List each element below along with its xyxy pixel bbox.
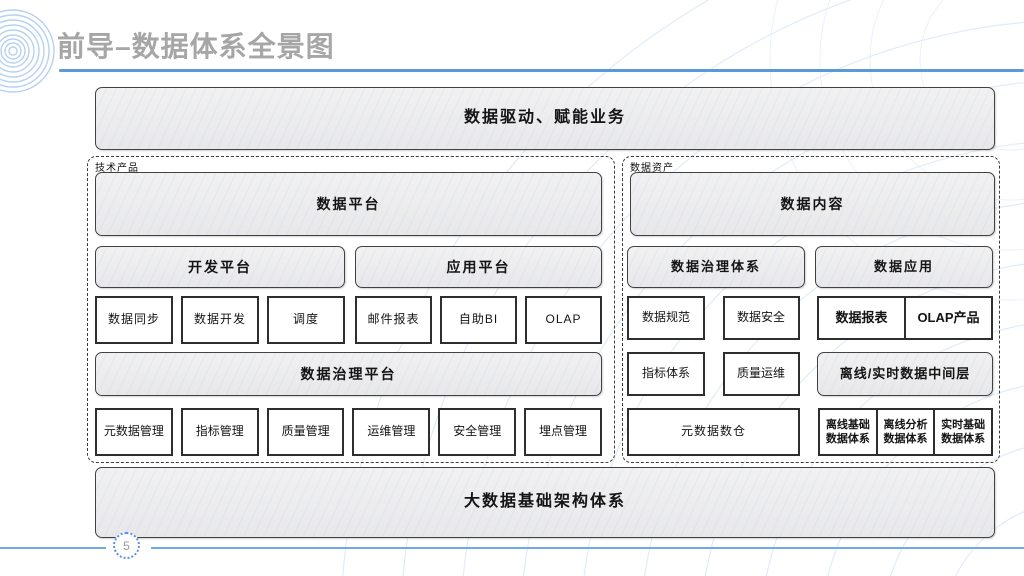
banner-big-data-infrastructure: 大数据基础架构体系	[95, 467, 995, 538]
footer-rule-right	[151, 547, 1024, 549]
assets-header-row: 数据治理体系 数据应用	[627, 246, 993, 288]
box-report-olap-pair: 数据报表 OLAP产品	[817, 296, 993, 340]
tech-products-label: 技术产品	[95, 163, 139, 174]
box-data-governance-system: 数据治理体系	[627, 246, 805, 288]
box-data-platform: 数据平台	[95, 172, 602, 236]
box-data-governance-platform: 数据治理平台	[95, 352, 602, 396]
assets-row-3: 元数据数仓 离线基础数据体系 离线分析数据体系 实时基础数据体系	[627, 408, 993, 456]
box-self-service-bi: 自助BI	[440, 296, 517, 344]
slide-title: 前导–数据体系全景图	[57, 31, 335, 62]
box-offline-realtime-mid-layer: 离线/实时数据中间层	[817, 352, 993, 396]
title-underline	[59, 69, 1024, 72]
box-data-security: 数据安全	[722, 296, 800, 340]
box-tracking-mgmt: 埋点管理	[524, 408, 602, 456]
box-data-dev: 数据开发	[181, 296, 259, 344]
box-offline-base-data-system: 离线基础数据体系	[825, 418, 870, 445]
box-mail-report: 邮件报表	[355, 296, 432, 344]
app-tools-row: 邮件报表 自助BI OLAP	[355, 296, 602, 344]
box-quality-mgmt: 质量管理	[266, 408, 345, 456]
dev-tools-row: 数据同步 数据开发 调度	[95, 296, 345, 344]
page-number-badge: 5	[113, 532, 140, 559]
box-realtime-base-data-system: 实时基础数据体系	[933, 410, 991, 454]
banner-data-driven: 数据驱动、赋能业务	[95, 87, 995, 150]
box-data-content: 数据内容	[630, 172, 995, 236]
assets-row-1: 数据规范 数据安全 数据报表 OLAP产品	[627, 296, 993, 340]
box-dev-platform: 开发平台	[95, 246, 345, 288]
box-data-application: 数据应用	[815, 246, 993, 288]
box-dw-systems-trio: 离线基础数据体系 离线分析数据体系 实时基础数据体系	[818, 408, 993, 456]
box-olap: OLAP	[525, 296, 602, 344]
box-ops-mgmt: 运维管理	[352, 408, 431, 456]
box-security-mgmt: 安全管理	[438, 408, 517, 456]
box-metric-mgmt: 指标管理	[180, 408, 259, 456]
assets-row-2: 指标体系 质量运维 离线/实时数据中间层	[627, 352, 993, 396]
box-scheduler: 调度	[267, 296, 345, 344]
box-data-sync: 数据同步	[95, 296, 173, 344]
box-metadata-warehouse: 元数据数仓	[627, 408, 800, 456]
gov-tools-row: 元数据管理 指标管理 质量管理 运维管理 安全管理 埋点管理	[95, 408, 602, 456]
box-data-report: 数据报表	[835, 309, 888, 325]
box-olap-product: OLAP产品	[904, 298, 991, 338]
box-data-standard: 数据规范	[627, 296, 705, 340]
box-offline-analysis-data-system: 离线分析数据体系	[875, 410, 934, 454]
data-assets-group: 数据资产	[622, 156, 1000, 463]
box-metric-system: 指标体系	[627, 352, 705, 396]
box-metadata-mgmt: 元数据管理	[95, 408, 173, 456]
footer-rule-left	[0, 547, 106, 549]
tech-products-group: 技术产品	[87, 156, 615, 463]
box-quality-ops: 质量运维	[722, 352, 800, 396]
box-app-platform: 应用平台	[355, 246, 602, 288]
data-assets-label: 数据资产	[630, 163, 674, 174]
